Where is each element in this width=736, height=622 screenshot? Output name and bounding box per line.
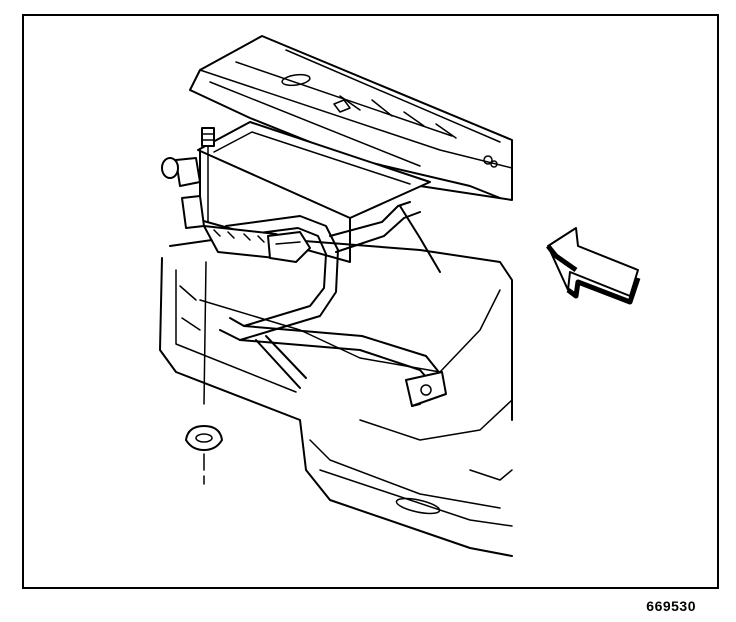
lower-splash-shield	[159, 235, 513, 557]
connector-bracket	[161, 157, 311, 263]
illustration-frame	[22, 14, 719, 589]
arrow-icon	[546, 227, 641, 305]
line-assembly	[213, 201, 447, 407]
push-pin-retainer-icon	[185, 127, 223, 485]
figure-id-label: 669530	[646, 598, 696, 614]
upper-body-panel	[189, 35, 513, 201]
